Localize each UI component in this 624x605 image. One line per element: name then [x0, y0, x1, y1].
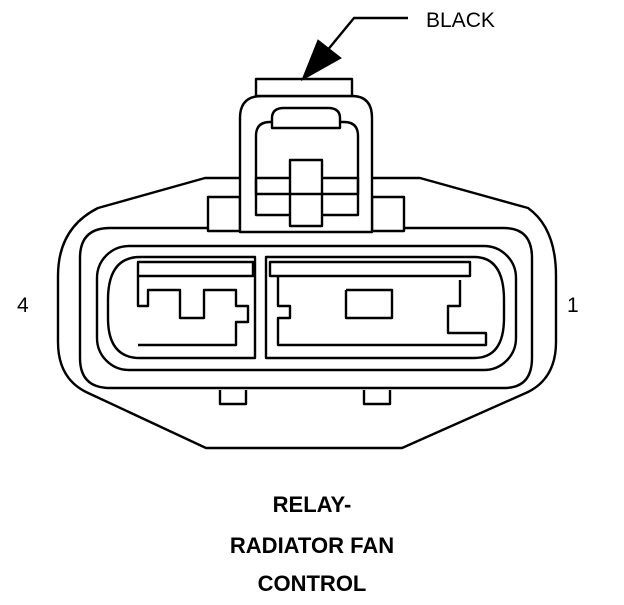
bottom-foot-right: [362, 390, 392, 406]
pin-number-left: 4: [17, 294, 29, 317]
top-tab-right: [370, 195, 406, 233]
terminal-block-left: [106, 255, 257, 360]
callout-color-label: BLACK: [426, 9, 495, 32]
top-tab-left: [206, 195, 242, 233]
connector-inner-wall: [78, 226, 534, 390]
pin-number-right: 1: [567, 294, 579, 317]
latch-cap: [254, 77, 354, 98]
caption-line-1: RELAY-: [272, 492, 352, 517]
terminal-block-right-pins: [276, 276, 488, 347]
latch-key: [270, 106, 342, 130]
terminal-block-right-strip: [268, 260, 472, 278]
callout-arrowhead: [301, 39, 342, 82]
terminal-block-left-pins: [136, 276, 250, 347]
terminal-block-right: [264, 255, 506, 360]
connector-housing-outline: [56, 176, 558, 450]
bottom-foot-left: [218, 390, 248, 406]
callout-leader-line: [325, 16, 408, 53]
connector-cavity: [95, 244, 518, 372]
caption-line-2: RADIATOR FAN: [229, 533, 395, 558]
caption-line-3: CONTROL: [257, 571, 367, 596]
terminal-block-left-strip: [136, 260, 255, 278]
